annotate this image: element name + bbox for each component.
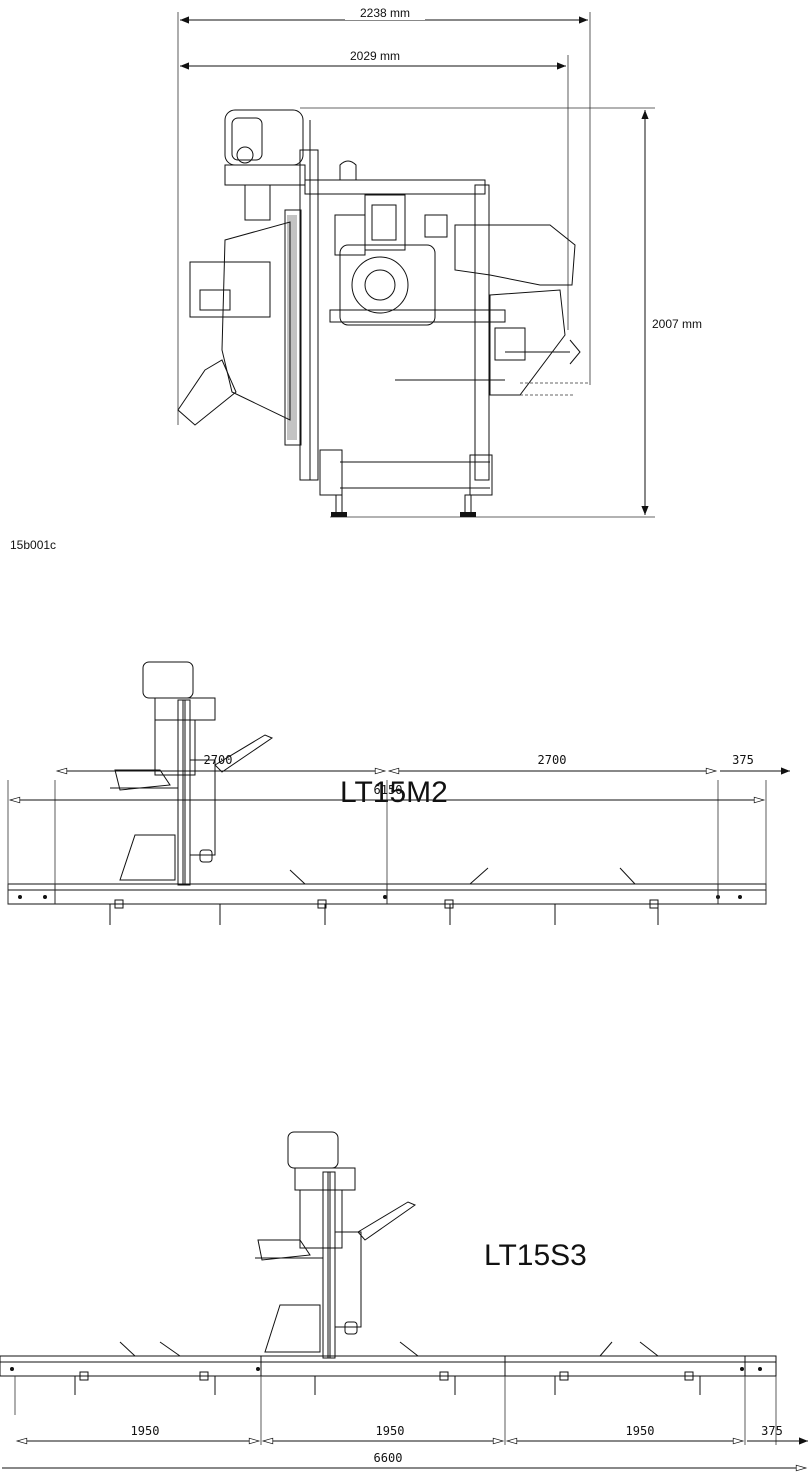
width-inner-label: 2029 mm	[350, 49, 400, 63]
lt15s3-dim-seg2: 1950	[261, 1424, 505, 1445]
lt15s3-dim-total: 6600	[2, 1451, 808, 1472]
lt15s3-dim-seg1: 1950	[15, 1424, 261, 1445]
lt15m2-dim-seg1: 2700	[55, 753, 387, 775]
width-outer-label: 2238 mm	[360, 6, 410, 20]
lt15s3-seg1-label: 1950	[131, 1424, 160, 1438]
lt15m2-dim-end: 375	[720, 753, 790, 775]
lt15s3-drawing: LT15S3	[0, 1131, 808, 1472]
lt15m2-dim-total: 6150	[8, 783, 766, 804]
lt15s3-seg2-label: 1950	[376, 1424, 405, 1438]
height-label: 2007 mm	[652, 317, 702, 331]
figure-id: 15b001c	[10, 538, 56, 552]
dimension-height: 2007 mm	[641, 110, 725, 515]
lt15s3-dim-end: 375	[747, 1424, 808, 1445]
lt15s3-seg3-label: 1950	[626, 1424, 655, 1438]
lt15s3-sawhead	[255, 1131, 417, 1359]
lt15m2-seg2-label: 2700	[538, 753, 567, 767]
lt15m2-sawhead	[110, 661, 274, 886]
lt15s3-end-label: 375	[761, 1424, 783, 1438]
lt15s3-dim-seg3: 1950	[505, 1424, 745, 1445]
lt15m2-end-label: 375	[732, 753, 754, 767]
lt15m2-model-label: LT15M2	[340, 776, 448, 809]
sawmill-end-view	[177, 109, 590, 517]
lt15m2-total-label: 6150	[374, 783, 403, 797]
lt15m2-seg1-label: 2700	[204, 753, 233, 767]
dimension-width-inner: 2029 mm	[180, 48, 566, 70]
end-view-drawing: 2238 mm 2029 mm 2007 mm	[10, 4, 725, 552]
lt15s3-total-label: 6600	[374, 1451, 403, 1465]
lt15s3-model-label: LT15S3	[484, 1239, 587, 1272]
lt15m2-drawing: LT15M2	[7, 661, 790, 925]
lt15m2-dim-seg2: 2700	[387, 753, 718, 775]
dimension-width-outer: 2238 mm	[180, 4, 588, 24]
lt15s3-track	[0, 1341, 777, 1395]
